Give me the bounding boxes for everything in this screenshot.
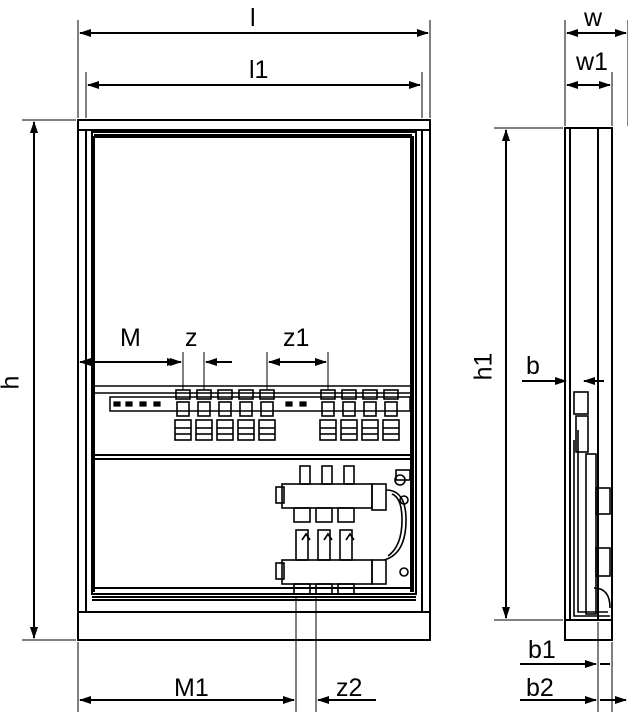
dim-label-z2: z2 bbox=[336, 674, 363, 702]
side-view bbox=[564, 127, 613, 641]
dim-label-b: b bbox=[526, 352, 540, 380]
front-view bbox=[77, 119, 431, 641]
dim-label-l1: l1 bbox=[249, 56, 269, 84]
side-outer-frame bbox=[564, 127, 613, 641]
dim-label-b2: b2 bbox=[526, 674, 554, 702]
dim-label-w: w bbox=[584, 4, 603, 32]
dim-label-w1: w1 bbox=[576, 48, 608, 76]
dim-label-b1: b1 bbox=[528, 636, 556, 664]
dimension-lines bbox=[22, 20, 628, 712]
upper-valves bbox=[174, 389, 400, 441]
cabinet-outer-frame bbox=[77, 119, 431, 641]
dim-label-M: M bbox=[120, 324, 141, 352]
dim-label-z1: z1 bbox=[283, 324, 310, 352]
dim-label-z: z bbox=[185, 324, 198, 352]
dim-label-h1: h1 bbox=[469, 352, 498, 381]
dim-label-M1: M1 bbox=[174, 674, 209, 702]
dim-label-l: l bbox=[250, 4, 256, 32]
lower-manifold bbox=[275, 465, 411, 595]
dim-label-h: h bbox=[0, 376, 24, 390]
